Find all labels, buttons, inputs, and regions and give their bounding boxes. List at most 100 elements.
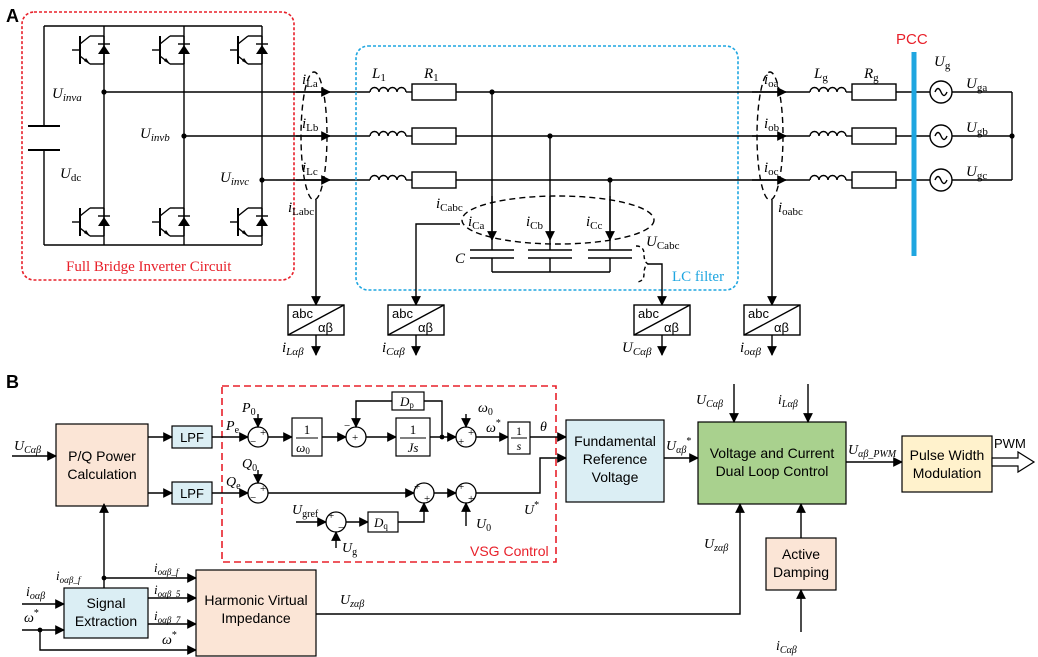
i-la-label: iLa (302, 72, 318, 90)
lc-filter-frame (355, 45, 739, 291)
vsg-frame (221, 385, 557, 563)
i-ca-label: iCa (468, 214, 485, 232)
svg-text:Voltage: Voltage (592, 469, 639, 485)
l1-label: L1 (371, 66, 386, 84)
uab-star-label: Uαβ* (666, 436, 691, 456)
sum2-minus: − (344, 420, 350, 432)
svg-text:abc: abc (748, 306, 769, 321)
sum2-plus: + (352, 432, 358, 444)
sum3-plus-a: + (468, 427, 474, 439)
pwm-output-arrow (991, 450, 1036, 474)
i-oab-7-label: ioαβ_7 (154, 608, 181, 625)
u-star-label: U* (524, 500, 539, 518)
out-io-label: ioαβ (740, 340, 761, 358)
i-cb-label: iCb (526, 214, 544, 232)
u-cabc-brace (635, 245, 650, 283)
omega0-in-label: ω0 (478, 401, 493, 418)
inverter-caption: Full Bridge Inverter Circuit (66, 259, 232, 275)
pwm-block (901, 435, 993, 493)
filter-lines (456, 89, 810, 183)
lpf-p-label: LPF (180, 430, 204, 445)
upwm-label: Uαβ_PWM (848, 443, 897, 460)
sum7-plus: + (328, 510, 334, 522)
i-lab-top-label: iLαβ (778, 393, 798, 410)
svg-text:1: 1 (516, 424, 522, 438)
uga-label: Uga (966, 76, 987, 94)
i-oc-label: ioc (764, 160, 779, 178)
sum3-plus-b: + (458, 436, 464, 448)
inv-omega0-block (291, 417, 323, 457)
svg-text:Dual Loop Control: Dual Loop Control (716, 463, 829, 479)
capacitor-branches (470, 92, 632, 273)
svg-text:αβ: αβ (318, 320, 333, 335)
i-lb-label: iLb (302, 116, 319, 134)
omega-star-label: ω* (486, 418, 501, 436)
uz2-label: Uzαβ (704, 537, 728, 554)
i-oab-f-label-a: ioαβ_f (56, 568, 82, 585)
rg-label: Rg (863, 66, 879, 84)
out-ic-label: iCαβ (382, 340, 405, 358)
u-invb-label: Uinvb (140, 126, 170, 144)
svg-text:Active: Active (782, 546, 820, 562)
svg-text:Pulse Width: Pulse Width (910, 447, 985, 463)
ugb-label: Ugb (966, 120, 988, 138)
r1-resistors (406, 83, 457, 189)
uz1-label: Uzαβ (340, 593, 364, 610)
u-cabc-label: UCabc (646, 234, 680, 252)
pq-line2: Calculation (67, 466, 136, 482)
svg-text:abc: abc (292, 306, 313, 321)
dq-label: Dq (373, 515, 388, 531)
u0-label: U0 (476, 517, 491, 534)
sum1-plus: + (260, 427, 266, 439)
vsg-caption: VSG Control (470, 543, 549, 559)
out-uc-label: UCαβ (622, 340, 652, 358)
sum5-plus-b: + (424, 493, 430, 505)
i-oabc-label: ioabc (778, 200, 803, 218)
svg-text:Impedance: Impedance (221, 610, 290, 626)
omega-star-hvi-label: ω* (162, 630, 177, 648)
u-invc-label: Uinvc (220, 170, 249, 188)
pe-label: Pe (225, 419, 240, 436)
i-labc-label: iLabc (288, 200, 314, 218)
svg-text:ω0: ω0 (296, 440, 310, 456)
ug2-label: Ug (342, 541, 357, 558)
i-oab-in-label: ioαβ (26, 585, 45, 602)
pq-line1: P/Q Power (68, 448, 136, 464)
i-cabc-label: iCabc (436, 196, 463, 214)
svg-text:αβ: αβ (418, 320, 433, 335)
converter-il: abc αβ (287, 304, 345, 336)
u-cab-in-label: UCαβ (14, 439, 41, 456)
omega-star-in-label: ω* (24, 608, 39, 626)
svg-text:Modulation: Modulation (913, 465, 982, 481)
ugc-label: Ugc (966, 164, 987, 182)
fund-block (565, 419, 665, 503)
pwm-output-label: PWM (994, 436, 1026, 451)
hvi-block (195, 569, 317, 657)
udc-label: Udc (60, 166, 81, 184)
dual-loop-block (697, 421, 847, 505)
converter-io: abc αβ (743, 304, 801, 336)
sum5-plus-a: + (414, 481, 420, 493)
lg-inductors (809, 86, 847, 181)
js-block (395, 417, 431, 457)
q0-label: Q0 (242, 457, 257, 474)
sum6-plus-b: + (468, 493, 474, 505)
i-oa-label: ioa (764, 72, 779, 90)
sum4-minus: − (250, 492, 256, 504)
svg-text:s: s (517, 439, 522, 453)
ugref-label: Ugref (292, 503, 319, 520)
svg-text:abc: abc (392, 306, 413, 321)
pcc-label: PCC (896, 31, 928, 48)
grid-sources (929, 80, 1015, 192)
theta-label: θ (540, 420, 547, 435)
lc-caption: LC filter (672, 269, 724, 285)
sum6-plus-a: + (458, 481, 464, 493)
sum7-minus: − (338, 522, 344, 534)
sum4-plus: + (260, 483, 266, 495)
i-oab-f-label-b: ioαβ_f (154, 560, 180, 577)
sum1-minus: − (250, 436, 256, 448)
i-cab-bot-label: iCαβ (776, 639, 797, 656)
i-ob-label: iob (764, 116, 780, 134)
qe-label: Qe (226, 475, 241, 492)
